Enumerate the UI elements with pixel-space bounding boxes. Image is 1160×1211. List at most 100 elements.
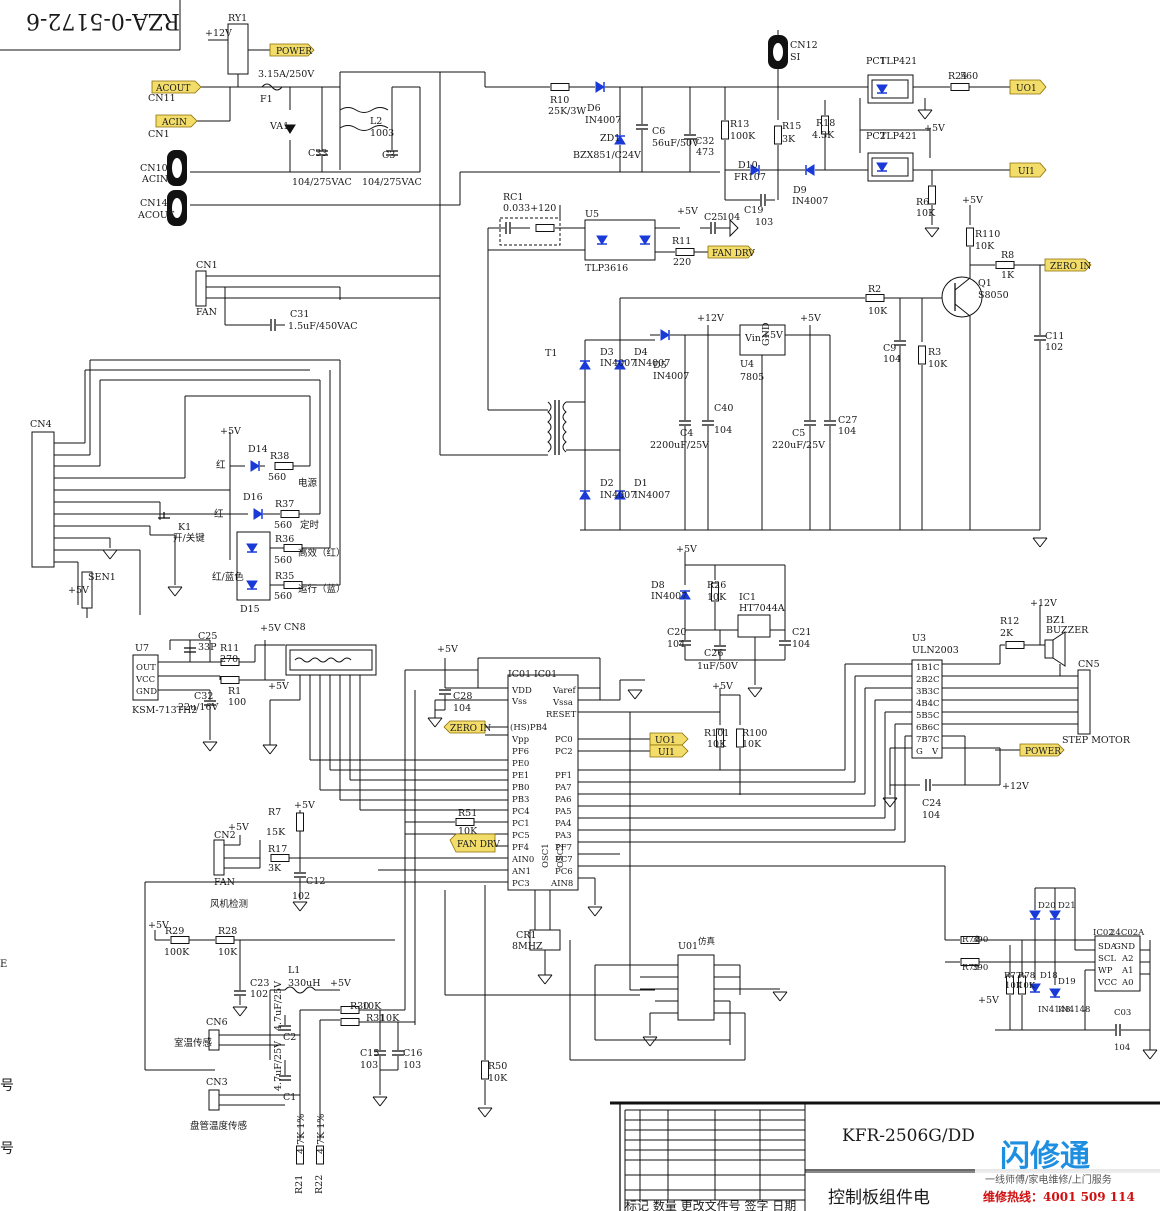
svg-text:CN3: CN3: [206, 1077, 228, 1088]
svg-text:10K: 10K: [868, 306, 888, 317]
svg-text:定时: 定时: [300, 519, 320, 531]
svg-text:C28: C28: [453, 691, 472, 702]
svg-text:2200uF/25V: 2200uF/25V: [650, 440, 709, 451]
svg-text:R26: R26: [707, 580, 726, 591]
svg-text:PC2: PC2: [866, 131, 886, 142]
svg-text:IN4007: IN4007: [634, 490, 670, 501]
svg-text:U7: U7: [135, 643, 149, 654]
svg-text:C4: C4: [680, 428, 693, 439]
svg-text:D15: D15: [240, 604, 260, 615]
svg-text:TLP421: TLP421: [880, 131, 917, 142]
svg-text:PA4: PA4: [555, 819, 572, 829]
svg-text:VA1: VA1: [269, 121, 289, 132]
svg-text:FAN: FAN: [196, 307, 217, 318]
svg-text:4.7K 1%: 4.7K 1%: [316, 1114, 327, 1154]
svg-text:风机检测: 风机检测: [210, 898, 248, 910]
watermark-slogan: 一线师傅/家电维修/上门服务: [985, 1173, 1112, 1186]
svg-text:+5V: +5V: [268, 681, 289, 692]
svg-text:C03: C03: [1114, 1008, 1131, 1018]
svg-text:FAN DRV: FAN DRV: [457, 840, 500, 850]
svg-text:FAN DRV: FAN DRV: [712, 249, 755, 259]
svg-text:24C02A: 24C02A: [1110, 928, 1145, 938]
svg-text:104: 104: [792, 639, 810, 650]
svg-text:+5V: +5V: [762, 330, 783, 341]
tag-uo1-mcu: UO1: [649, 732, 689, 746]
svg-text:ACIN: ACIN: [141, 174, 168, 185]
svg-text:C3: C3: [382, 150, 395, 161]
cn4-display-connector: [31, 359, 341, 618]
component-labels: RY1 +12V 3.15A/250V F1 CN11 CN1 VA1 C33 …: [30, 13, 1145, 1194]
svg-text:C19: C19: [744, 205, 763, 216]
svg-text:R29: R29: [165, 926, 184, 937]
svg-text:盘管温度传感: 盘管温度传感: [190, 1120, 248, 1132]
svg-text:3K: 3K: [782, 134, 796, 145]
svg-text:4.7uF/25V: 4.7uF/25V: [273, 1041, 284, 1091]
svg-text:POWER: POWER: [1025, 747, 1061, 757]
svg-text:L2: L2: [370, 116, 382, 127]
u7-cn8-section: [132, 639, 377, 810]
svg-text:C21: C21: [792, 627, 811, 638]
svg-text:+5V: +5V: [978, 995, 999, 1006]
svg-text:红/蓝色: 红/蓝色: [212, 571, 244, 583]
svg-text:10K: 10K: [928, 359, 948, 370]
svg-text:SCL: SCL: [1098, 954, 1116, 964]
svg-text:C32: C32: [695, 136, 714, 147]
svg-text:D19: D19: [1058, 977, 1076, 987]
svg-text:D20: D20: [1038, 901, 1056, 911]
svg-text:PA6: PA6: [555, 795, 572, 805]
zero-detect-section: [580, 210, 1048, 548]
svg-text:U5: U5: [585, 209, 599, 220]
tag-zero-in-top: ZERO IN: [1044, 258, 1092, 272]
svg-text:+5V: +5V: [330, 978, 351, 989]
svg-text:+5V: +5V: [676, 544, 697, 555]
board-name: 控制板组件电: [828, 1188, 930, 1208]
svg-text:220uF/25V: 220uF/25V: [772, 440, 825, 451]
svg-text:104: 104: [922, 810, 940, 821]
svg-text:IN4148: IN4148: [1058, 1005, 1090, 1015]
watermark-hotline: 维修热线：4001 509 114: [983, 1189, 1135, 1204]
svg-text:PC1: PC1: [512, 819, 530, 829]
svg-text:1003: 1003: [370, 128, 394, 139]
svg-text:390: 390: [972, 963, 988, 973]
svg-text:560: 560: [268, 472, 286, 483]
svg-text:103: 103: [360, 1060, 378, 1071]
svg-text:SI: SI: [790, 52, 801, 63]
svg-text:VCC: VCC: [135, 675, 155, 685]
svg-text:560: 560: [960, 71, 978, 82]
svg-text:C5: C5: [792, 428, 805, 439]
svg-text:GND: GND: [1114, 942, 1135, 952]
svg-text:10K: 10K: [916, 208, 936, 219]
svg-text:VCC: VCC: [1097, 978, 1117, 988]
svg-text:D14: D14: [248, 444, 268, 455]
svg-text:Vssa: Vssa: [552, 698, 573, 708]
svg-text:IN4007: IN4007: [792, 196, 828, 207]
svg-text:R38: R38: [270, 451, 289, 462]
svg-text:CN2: CN2: [214, 830, 236, 841]
svg-text:1K: 1K: [1001, 270, 1015, 281]
svg-text:号: 号: [0, 1078, 14, 1094]
svg-text:CN4: CN4: [30, 419, 52, 430]
svg-text:R10: R10: [550, 95, 569, 106]
svg-text:560: 560: [274, 520, 292, 531]
svg-text:KSM-713TH2: KSM-713TH2: [132, 705, 197, 716]
svg-text:R100: R100: [742, 728, 767, 739]
tag-power-top: POWER: [269, 43, 315, 57]
svg-text:10K: 10K: [707, 592, 727, 603]
svg-text:C2: C2: [283, 1032, 296, 1043]
svg-text:+5V: +5V: [220, 426, 241, 437]
svg-text:C23: C23: [250, 978, 269, 989]
revision-row: 标记 数量 更改文件号 签字 日期: [625, 1198, 796, 1211]
svg-text:100K: 100K: [730, 131, 756, 142]
tag-uo1-top: UO1: [1009, 79, 1047, 95]
svg-text:D8: D8: [651, 580, 665, 591]
svg-text:VDD: VDD: [511, 686, 532, 696]
svg-text:RC1: RC1: [503, 192, 523, 203]
svg-text:室温传感: 室温传感: [174, 1037, 213, 1049]
svg-text:+5V: +5V: [294, 800, 315, 811]
svg-text:OSC1: OSC1: [541, 843, 551, 868]
svg-text:Vin: Vin: [744, 333, 761, 344]
svg-text:104: 104: [1114, 1043, 1130, 1053]
svg-text:Vpp: Vpp: [511, 735, 530, 745]
svg-text:C25: C25: [704, 212, 723, 223]
svg-text:IN4007: IN4007: [651, 591, 687, 602]
